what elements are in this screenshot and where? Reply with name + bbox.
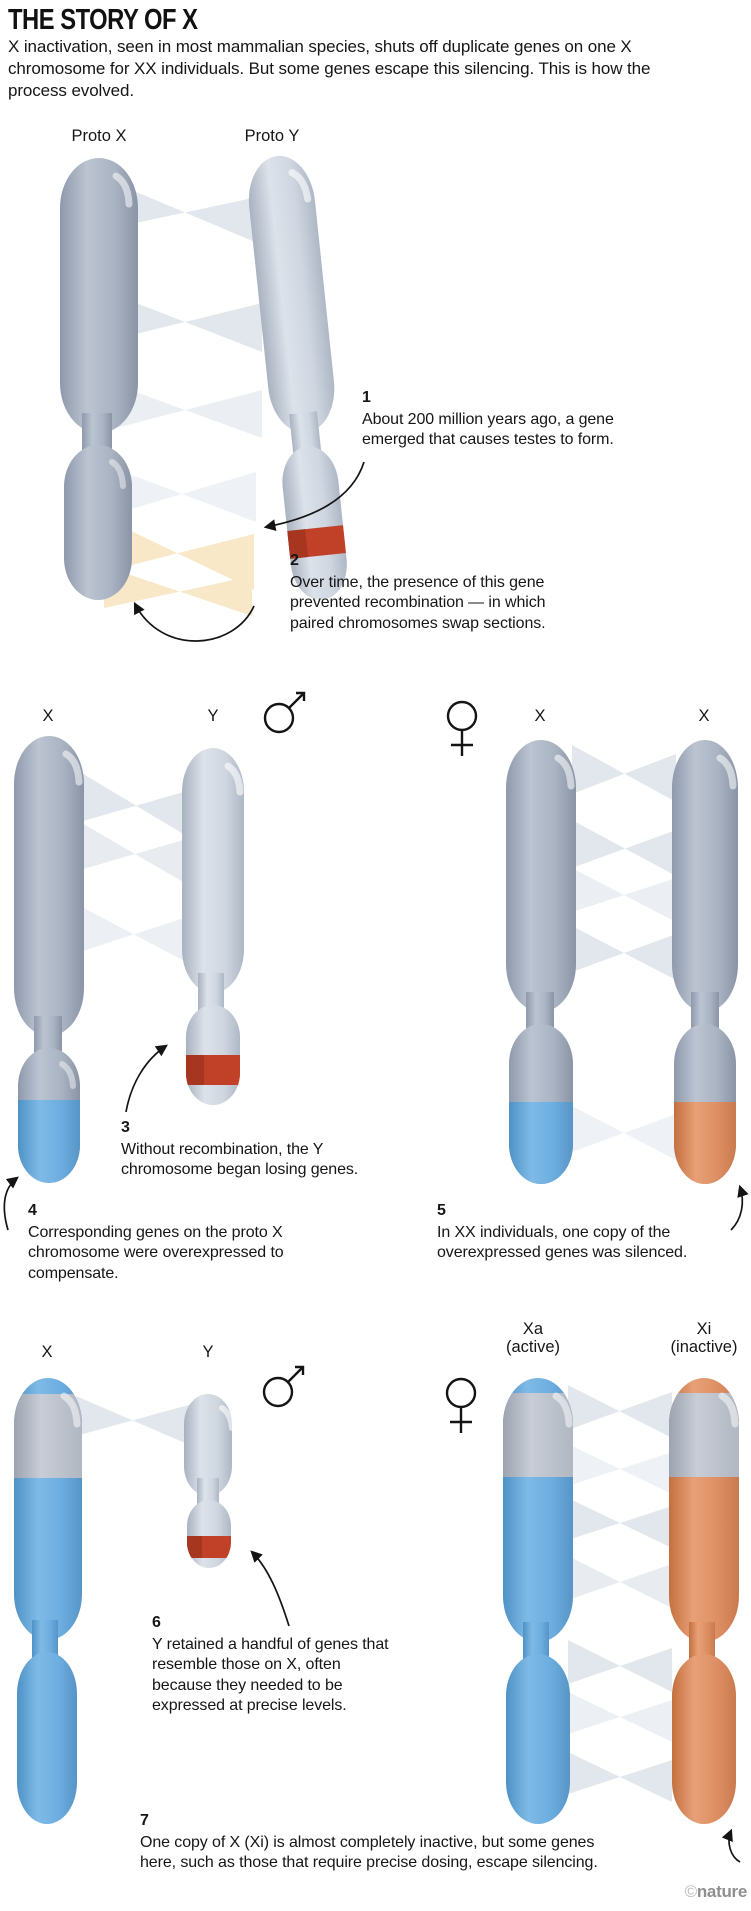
ancestral-region-band [669,1393,739,1477]
step1-arrow [263,461,365,532]
recombination-crossover-panel3-male [76,1396,192,1446]
step5-arrow [730,1184,749,1231]
annotation-step-4: 4 Corresponding genes on the proto X chr… [28,1202,316,1284]
label-proto-y: Proto Y [244,127,300,145]
silenced-genes-region [674,1102,736,1184]
female-symbol-icon [446,700,478,756]
label-x-male: X [42,707,54,725]
label-x-male-evolved: X [41,1343,53,1361]
label-y-male-evolved: Y [202,1343,214,1361]
step-number: 1 [362,389,371,406]
recombination-crossovers-panel2-female [572,745,676,1160]
copyright-symbol: © [684,1882,698,1901]
step-number: 6 [152,1614,161,1631]
label-proto-x: Proto X [71,127,127,145]
step-text: Over time, the presence of this gene pre… [290,574,546,632]
testes-gene-band [187,1536,231,1558]
step7-arrow [721,1828,741,1863]
step2-arrow [133,601,255,642]
step-text: Y retained a handful of genes that resem… [152,1636,389,1715]
credit-name: nature [696,1882,747,1901]
step-text-line2: here, such as those that require precise… [140,1854,598,1872]
annotation-step-6: 6 Y retained a handful of genes that res… [152,1614,402,1717]
xa-sublabel: (active) [505,1338,561,1357]
annotation-step-2: 2 Over time, the presence of this gene p… [290,552,582,634]
x-chromosome-male [14,736,84,1183]
annotation-step-5: 5 In XX individuals, one copy of the ove… [437,1202,712,1264]
overexpressed-genes-region [509,1102,573,1184]
nature-credit: ©nature [684,1882,748,1902]
recombination-crossovers-panel1 [104,180,262,616]
male-symbol-icon [262,1365,305,1408]
step-text: Corresponding genes on the proto X chrom… [28,1224,284,1282]
testes-gene-band [186,1055,240,1085]
step4-arrow [3,1176,19,1231]
step-number: 2 [290,552,299,569]
label-x-female-right: X [698,707,710,725]
step3-arrow [125,1044,168,1113]
step6-arrow [250,1550,290,1627]
annotation-step-7: 7 One copy of X (Xi) is almost completel… [140,1812,700,1874]
annotation-step-3: 3 Without recombination, the Y chromosom… [121,1119,377,1181]
label-xa-active: Xa (active) [493,1320,573,1357]
proto-x-chromosome [60,158,138,600]
step-number: 3 [121,1119,130,1136]
ancestral-region-band [503,1393,573,1477]
testes-gene-band [283,524,350,560]
label-x-female-left: X [534,707,546,725]
label-y-male: Y [207,707,219,725]
xa-active-chromosome [503,1378,573,1824]
xa-label: Xa [522,1320,544,1338]
step-number: 7 [140,1812,149,1829]
x-chromosome-female-right [672,740,738,1184]
page-title: THE STORY OF X [8,4,198,36]
y-chromosome-male [182,748,244,1105]
step-text-line1: One copy of X (Xi) is almost completely … [140,1834,595,1851]
female-symbol-icon [445,1377,477,1433]
recombination-crossovers-panel3-female [568,1385,672,1802]
proto-y-chromosome [248,155,350,600]
annotation-step-1: 1 About 200 million years ago, a gene em… [362,389,662,451]
xi-sublabel: (inactive) [670,1338,738,1357]
step-text: In XX individuals, one copy of the overe… [437,1224,688,1262]
recombination-crossovers-panel2-male [80,772,190,964]
xi-inactive-chromosome [669,1378,739,1824]
overexpressed-genes-region [18,1100,80,1183]
step-number: 4 [28,1202,37,1219]
step-text: Without recombination, the Y chromosome … [121,1141,359,1179]
step-text: About 200 million years ago, a gene emer… [362,411,614,449]
intro-text: X inactivation, seen in most mammalian s… [8,37,651,101]
step-number: 5 [437,1202,446,1219]
male-symbol-icon [263,691,306,734]
x-chromosome-female-left [506,740,576,1184]
label-xi-inactive: Xi (inactive) [662,1320,746,1357]
xi-label: Xi [696,1320,712,1338]
y-chromosome-male-evolved [184,1394,235,1568]
x-chromosome-male-evolved [14,1378,82,1824]
